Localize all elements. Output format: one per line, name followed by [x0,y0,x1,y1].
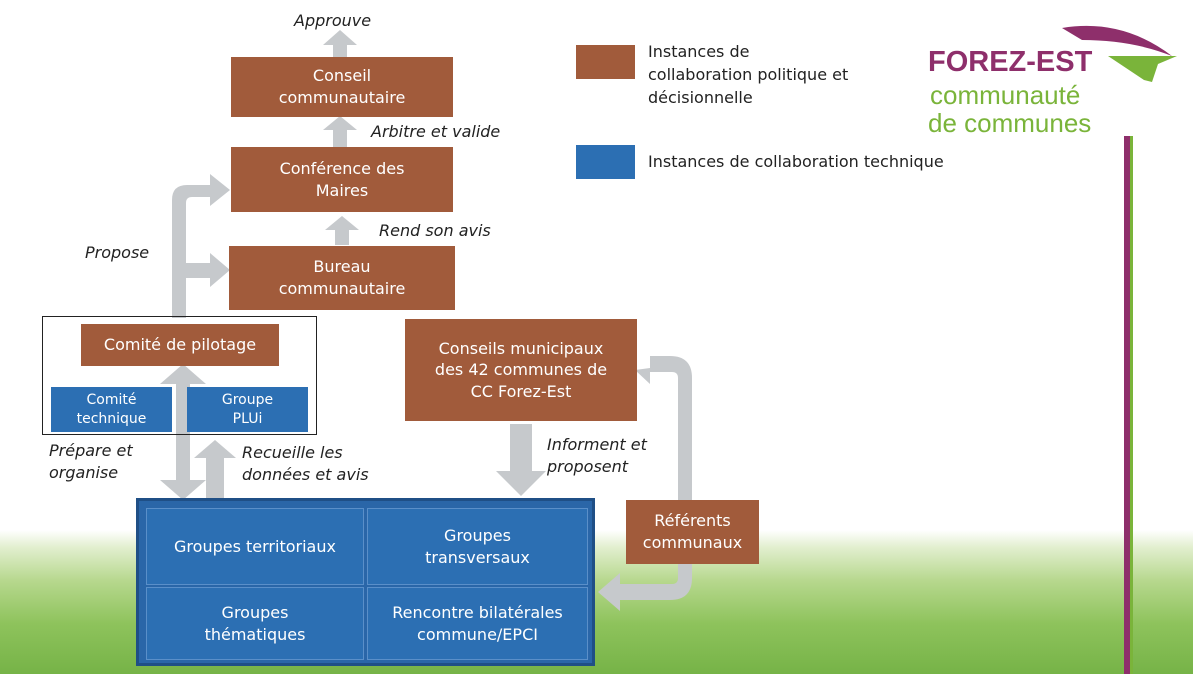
node-rencontre-bilaterales: Rencontre bilatérales commune/EPCI [367,587,588,660]
label-prepare-et-organise: Prépare et organise [49,441,133,482]
label-informent-et-proposent: Informent et proposent [547,435,647,476]
arrow-arbitre [323,116,357,147]
logo-subtitle-2: de communes [928,108,1092,138]
label-rend-son-avis: Rend son avis [379,221,491,240]
arrow-referents-loop [598,356,692,611]
node-comite-de-pilotage: Comité de pilotage [81,324,279,366]
arrow-rend-avis [325,216,359,245]
label-recueille: Recueille les données et avis [242,443,369,484]
legend-label-technical: Instances de collaboration technique [648,152,944,171]
legend-swatch-technical [576,145,635,179]
logo-graphic [1062,25,1177,674]
arrow-prepare [160,364,206,500]
node-groupes-transversaux: Groupes transversaux [367,508,588,585]
node-conseil-communautaire: Conseil communautaire [231,57,453,117]
legend-swatch-political [576,45,635,79]
logo-title: FOREZ-EST [928,46,1093,78]
label-propose: Propose [85,243,150,262]
node-comite-technique: Comité technique [51,387,172,432]
legend-label-political: Instances de collaboration politique et … [648,42,849,108]
arrow-informent [496,424,546,496]
node-groupes-territoriaux: Groupes territoriaux [146,508,364,585]
arrow-recueille [194,440,236,498]
node-conference-des-maires: Conférence des Maires [231,147,453,212]
node-groupes-thematiques: Groupes thématiques [146,587,364,660]
arrow-propose-branch [186,253,230,287]
label-arbitre-et-valide: Arbitre et valide [371,122,501,141]
node-referents-communaux: Référents communaux [626,500,759,564]
arrow-propose-stem [172,174,230,318]
node-groupe-plui: Groupe PLUi [187,387,308,432]
forez-est-logo: FOREZ-EST communauté de communes [922,18,1193,674]
node-bureau-communautaire: Bureau communautaire [229,246,455,310]
pilotage-frame [42,316,317,435]
logo-subtitle-1: communauté [930,80,1081,110]
technical-groups-panel: Groupes territoriaux Groupes transversau… [136,498,595,666]
node-conseils-municipaux: Conseils municipaux des 42 communes de C… [405,319,637,421]
arrow-approuve [323,30,357,57]
label-approuve: Approuve [294,11,372,30]
